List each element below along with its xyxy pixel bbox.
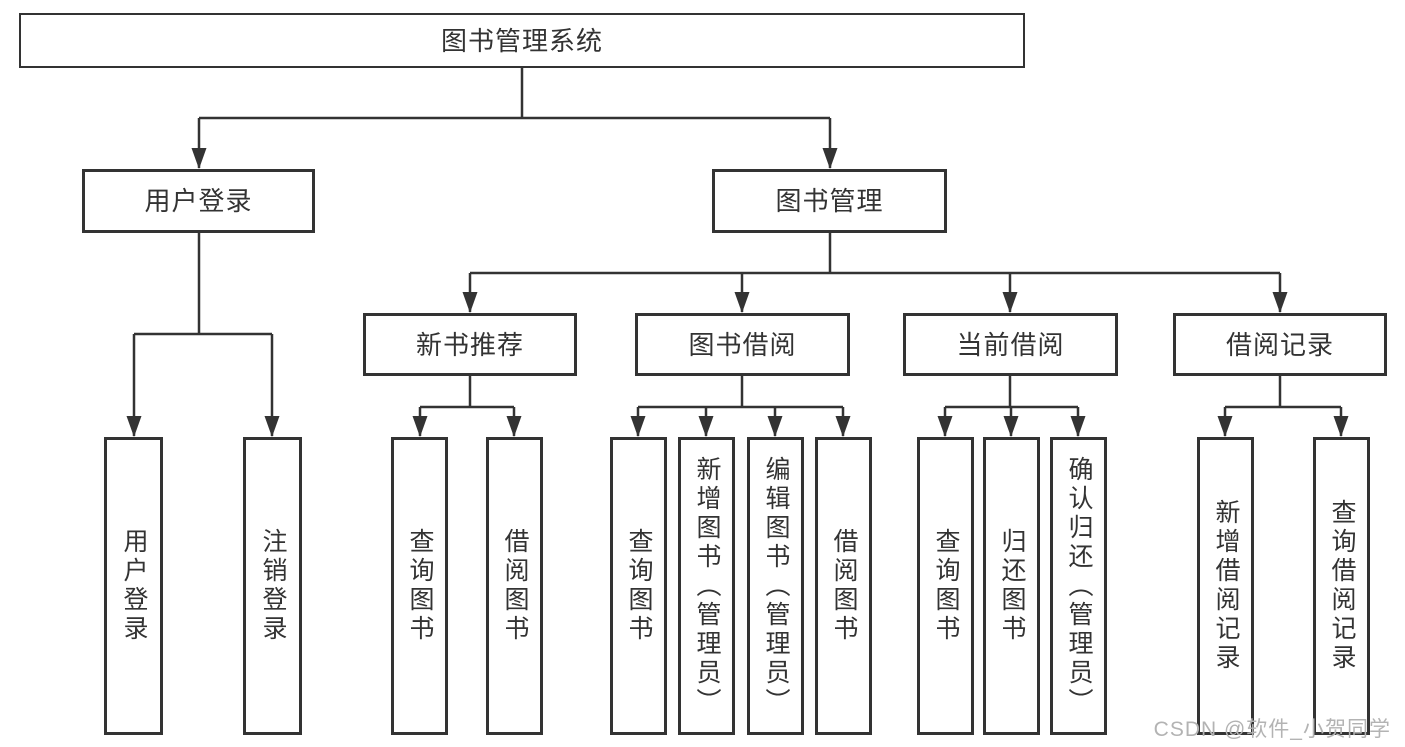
leaf-recommend-query-books: 查询图书 xyxy=(391,437,448,735)
node-label: 借阅图书 xyxy=(830,528,858,644)
node-label: 当前借阅 xyxy=(956,329,1065,360)
node-label: 查询图书 xyxy=(932,528,960,644)
leaf-recommend-borrow-books: 借阅图书 xyxy=(486,437,543,735)
node-label: 新增借阅记录 xyxy=(1212,499,1240,673)
node-library-system: 图书管理系统 xyxy=(19,13,1025,68)
node-book-management: 图书管理 xyxy=(712,169,947,233)
node-label: 查询图书 xyxy=(406,528,434,644)
leaf-borrow-query-books: 查询图书 xyxy=(610,437,667,735)
node-label: 图书管理系统 xyxy=(440,25,603,56)
node-label: 查询图书 xyxy=(625,528,653,644)
node-borrow-records: 借阅记录 xyxy=(1173,313,1387,376)
leaf-user-login: 用户登录 xyxy=(104,437,163,735)
node-label: 编辑图书（管理员） xyxy=(762,455,790,717)
leaf-borrow-add-books-admin: 新增图书（管理员） xyxy=(678,437,735,735)
node-current-borrow: 当前借阅 xyxy=(903,313,1118,376)
node-label: 注销登录 xyxy=(259,528,287,644)
node-label: 新增图书（管理员） xyxy=(693,455,721,717)
leaf-borrow-borrow-books: 借阅图书 xyxy=(815,437,872,735)
leaf-current-query-books: 查询图书 xyxy=(917,437,974,735)
node-label: 借阅图书 xyxy=(501,528,529,644)
node-label: 用户登录 xyxy=(144,186,253,216)
node-label: 查询借阅记录 xyxy=(1328,499,1356,673)
leaf-current-return-books: 归还图书 xyxy=(983,437,1040,735)
leaf-borrow-edit-books-admin: 编辑图书（管理员） xyxy=(747,437,804,735)
node-label: 归还图书 xyxy=(998,528,1026,644)
leaf-logout: 注销登录 xyxy=(243,437,302,735)
leaf-current-confirm-return-admin: 确认归还（管理员） xyxy=(1050,437,1107,735)
node-label: 借阅记录 xyxy=(1225,329,1334,360)
node-label: 新书推荐 xyxy=(415,329,524,360)
node-book-borrow: 图书借阅 xyxy=(635,313,850,376)
leaf-records-query-record: 查询借阅记录 xyxy=(1313,437,1370,735)
node-label: 用户登录 xyxy=(120,528,148,644)
csdn-watermark: CSDN @软件_小贺同学 xyxy=(1153,718,1391,741)
leaf-records-add-record: 新增借阅记录 xyxy=(1197,437,1254,735)
node-user-login: 用户登录 xyxy=(82,169,315,233)
node-label: 图书借阅 xyxy=(688,329,797,360)
node-label: 图书管理 xyxy=(775,186,884,216)
node-label: 确认归还（管理员） xyxy=(1065,455,1093,717)
node-new-book-recommend: 新书推荐 xyxy=(363,313,577,376)
